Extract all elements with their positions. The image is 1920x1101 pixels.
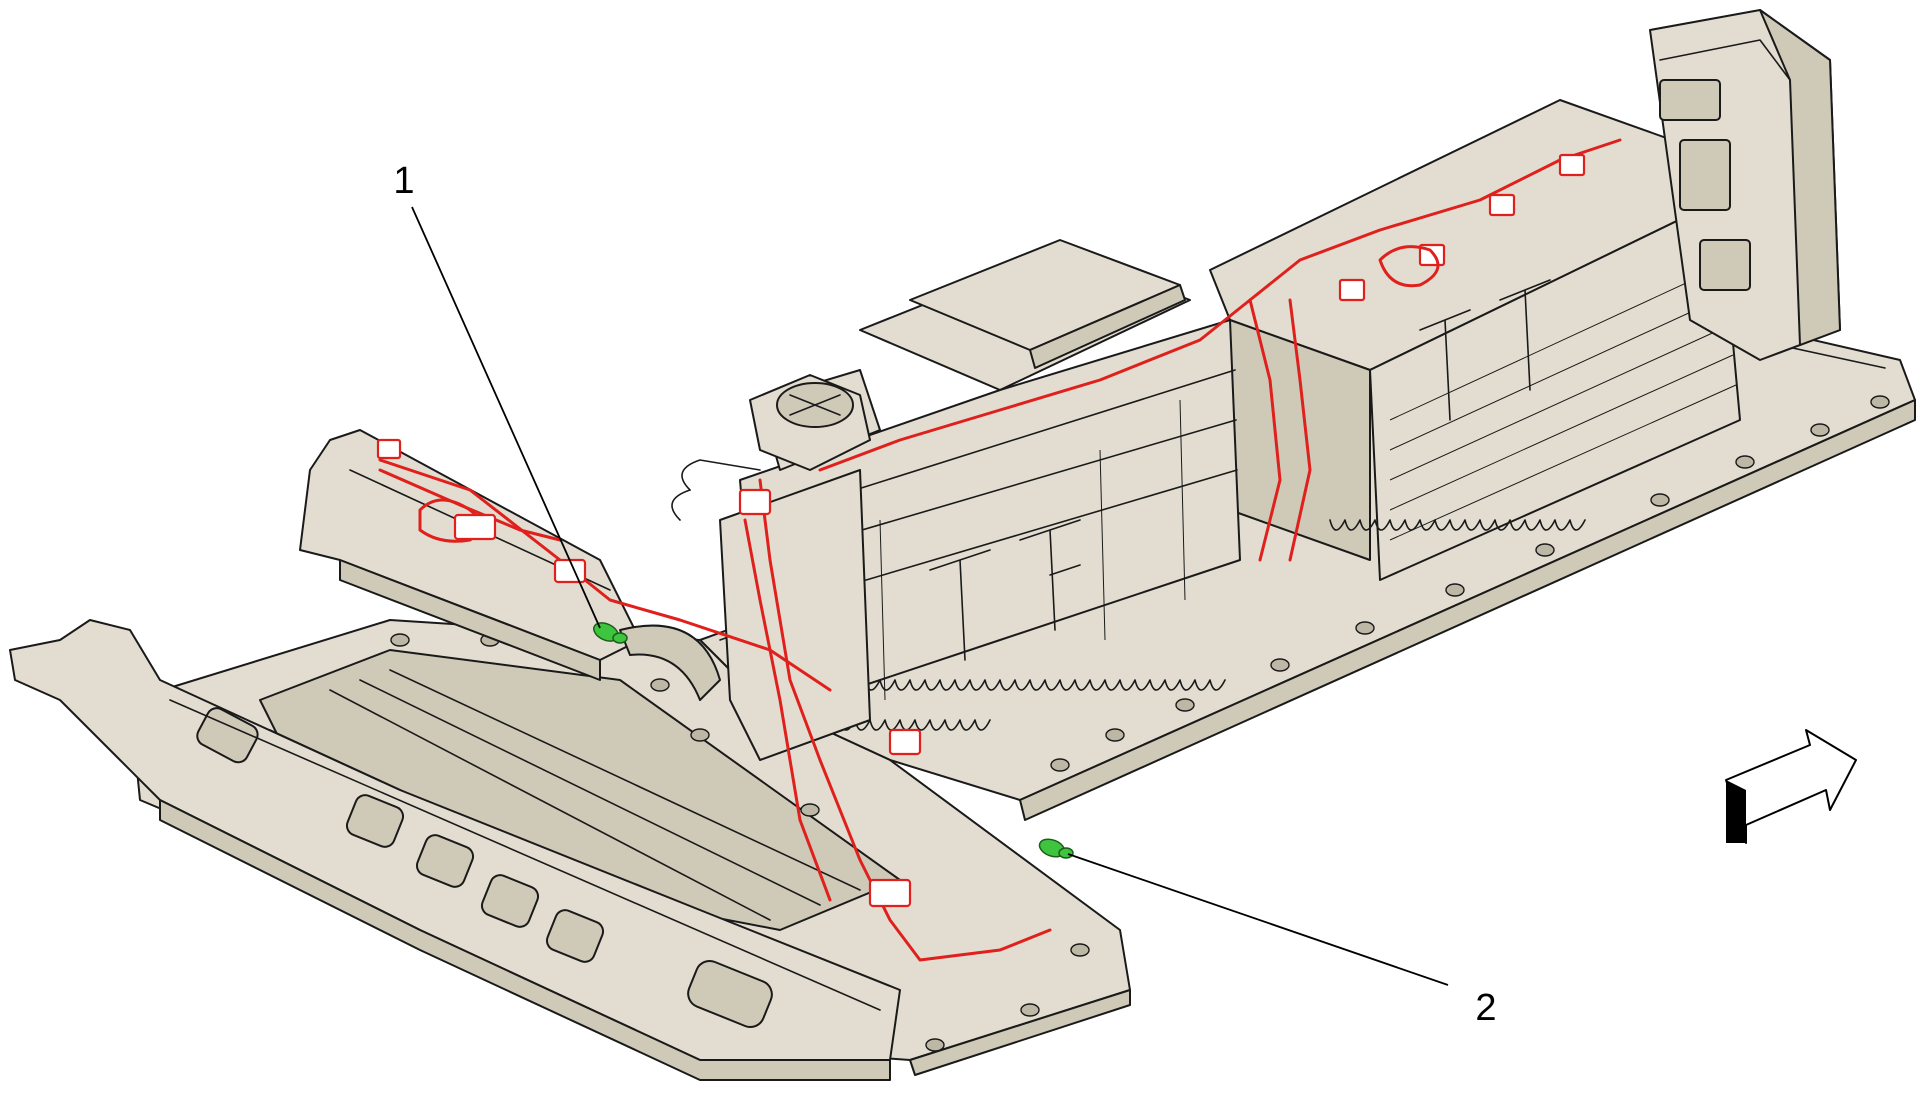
harness-connector-2: [1038, 838, 1074, 859]
front-module: [619, 369, 881, 761]
left-harness-beam: [299, 429, 641, 681]
forward-direction-arrow-icon: [1725, 729, 1857, 844]
rear-battery-module: [1209, 99, 1741, 581]
end-housing: [1649, 9, 1841, 361]
callout-2: 2: [1067, 853, 1497, 1029]
front-cross-beam: [9, 619, 901, 1081]
callout-label-1: 1: [393, 160, 414, 202]
callout-label-2: 2: [1475, 987, 1496, 1029]
callout-1: 1: [393, 160, 601, 629]
wiring-harness: [376, 138, 1622, 962]
